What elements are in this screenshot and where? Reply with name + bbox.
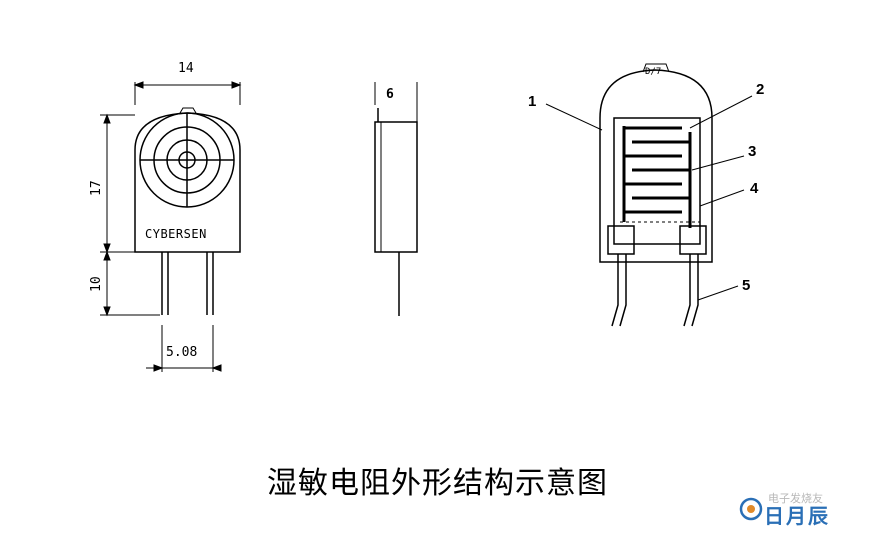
lead-length-dim-label: 10 [89, 276, 104, 292]
figure-caption: 湿敏电阻外形结构示意图 [267, 466, 608, 501]
substrate [613, 117, 701, 245]
top-mark-label: D/7 [645, 67, 661, 77]
shell-top-mark [642, 63, 670, 73]
side-view [374, 82, 418, 316]
brand-label: CYBERSEN [145, 227, 207, 241]
callout-lines [545, 95, 753, 301]
lead-right [683, 254, 699, 327]
thickness-dim-label: 6 [386, 87, 394, 102]
outer-shell [599, 69, 713, 263]
comb-electrodes [622, 126, 692, 228]
callout-3: 3 [748, 143, 756, 160]
lead-left [611, 254, 627, 327]
watermark-logo-icon [739, 497, 763, 521]
width-dim-label: 14 [178, 61, 194, 76]
pitch-dimension [146, 325, 222, 372]
terminal-left [607, 225, 635, 255]
watermark-text: 电子发烧友 [768, 492, 823, 505]
callout-2: 2 [756, 81, 764, 98]
side-body [374, 121, 418, 253]
callout-5: 5 [742, 277, 750, 294]
front-view [100, 81, 242, 372]
height-dimension [100, 113, 160, 317]
height-dim-label: 17 [89, 180, 104, 196]
top-tab [179, 107, 197, 114]
structure-view [545, 63, 753, 327]
watermark: 电子发烧友 日月辰 [738, 490, 868, 528]
watermark-brand: 日月辰 [764, 504, 830, 528]
terminal-right [679, 225, 707, 255]
callout-4: 4 [750, 180, 759, 197]
thickness-dimension [374, 82, 418, 122]
width-dimension [133, 81, 242, 105]
pin-pitch-dim-label: 5.08 [166, 345, 197, 360]
callout-1: 1 [528, 93, 536, 110]
